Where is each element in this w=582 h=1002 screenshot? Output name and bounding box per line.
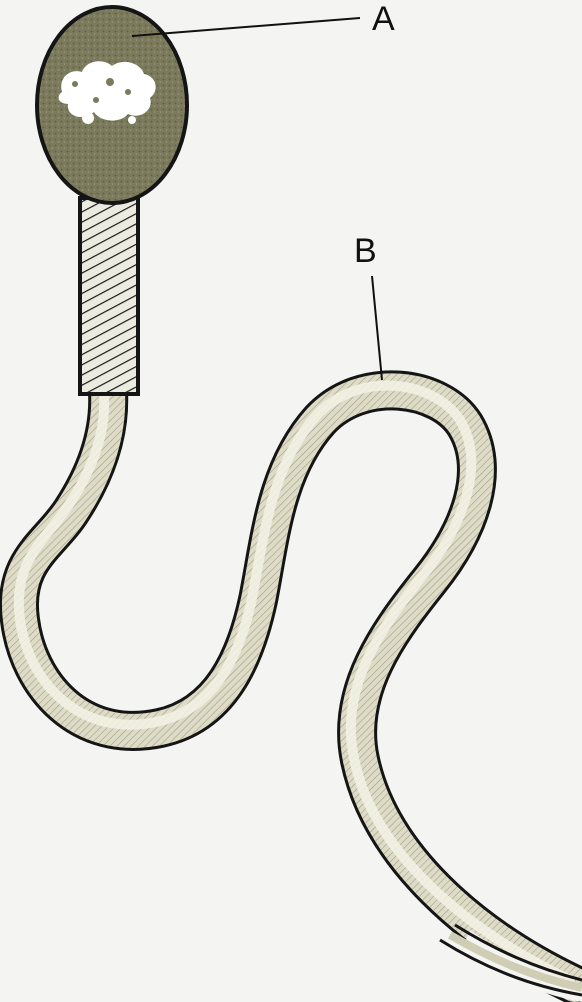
sperm-head <box>37 7 187 203</box>
leader-line-a <box>132 18 360 36</box>
leader-line-b <box>372 276 382 380</box>
middle-piece <box>80 198 138 394</box>
label-b: B <box>354 232 377 270</box>
label-a: A <box>372 0 395 38</box>
tail-flagellum <box>19 386 575 985</box>
